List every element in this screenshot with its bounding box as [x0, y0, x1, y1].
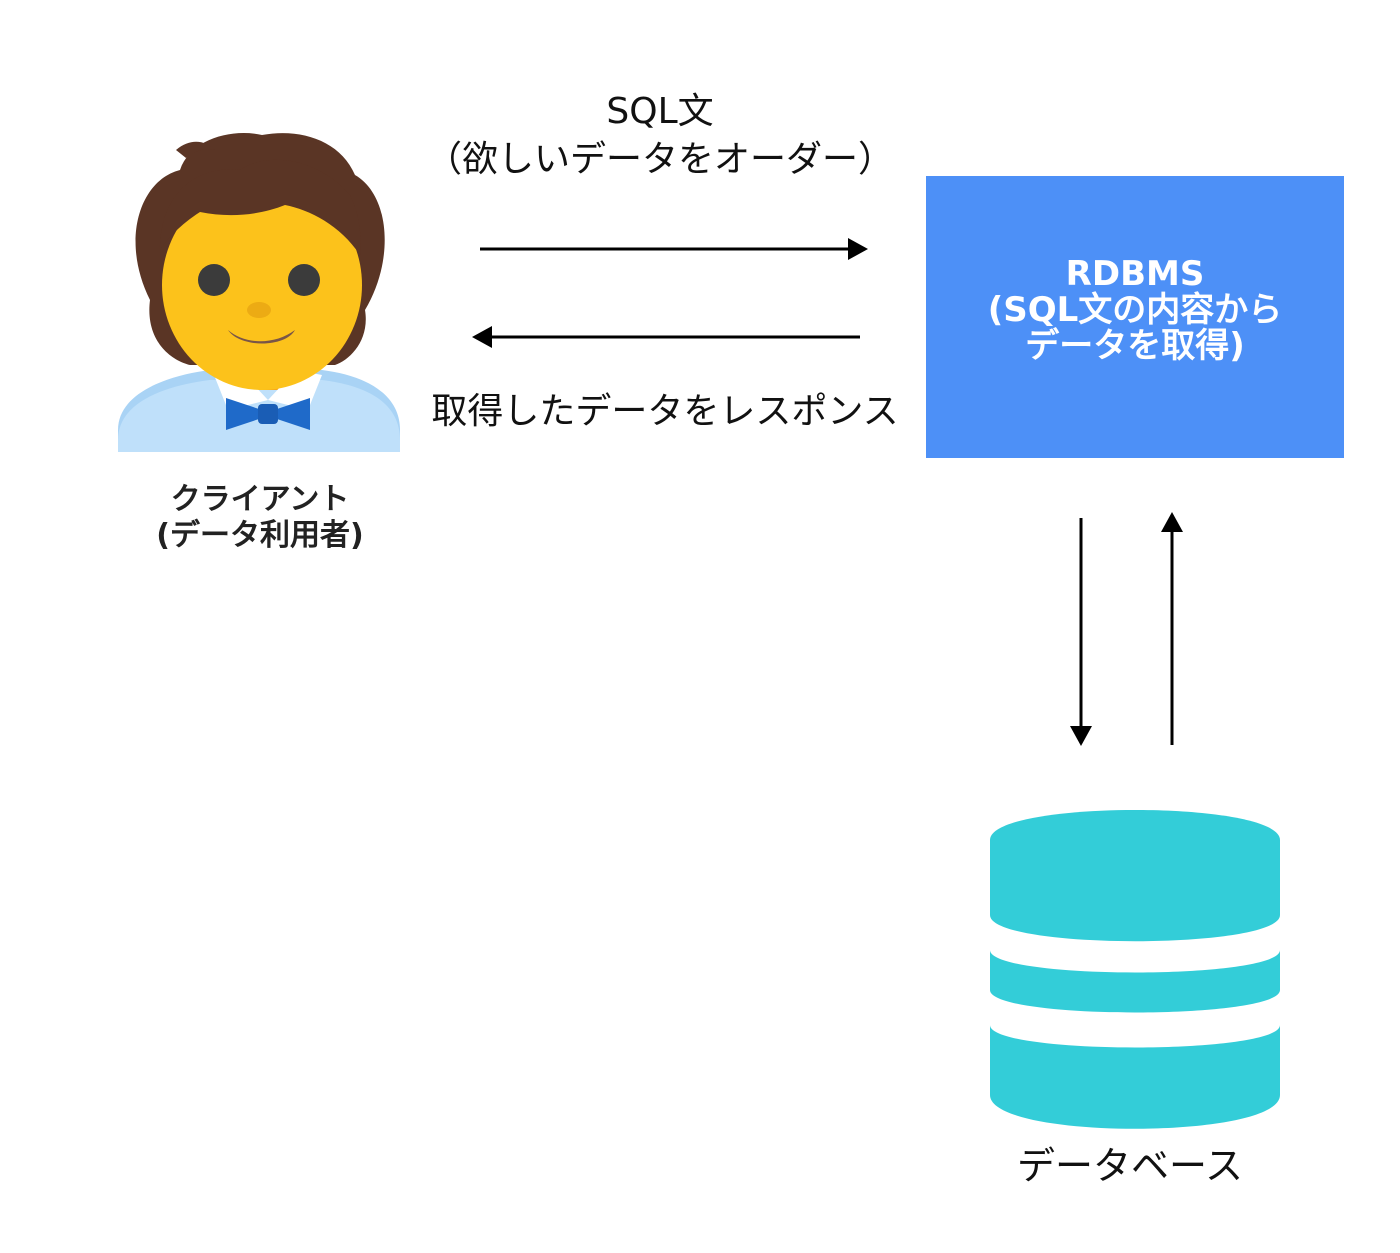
response-arrow: [472, 326, 860, 348]
client-label-line1: クライアント: [170, 482, 350, 517]
database-cylinder-icon: [990, 810, 1280, 1129]
database-label: データベース: [1016, 1144, 1244, 1188]
client-label: クライアント (データ利用者): [110, 482, 410, 554]
person-with-bowtie-icon: [118, 133, 400, 452]
request-label-line1: SQL文: [606, 91, 714, 132]
query-db-arrow: [1070, 518, 1092, 746]
client-label-line2: (データ利用者): [156, 518, 364, 553]
rdbms-title: RDBMS: [1065, 254, 1205, 294]
response-label: 取得したデータをレスポンス: [431, 391, 899, 432]
request-label: SQL文 （欲しいデータをオーダー）: [400, 88, 920, 184]
request-label-line2: （欲しいデータをオーダー）: [425, 139, 894, 180]
rdbms-description-line2: データを取得): [1025, 326, 1245, 366]
rdbms-box: RDBMS (SQL文の内容から データを取得): [926, 176, 1344, 458]
return-db-arrow: [1161, 512, 1183, 745]
request-arrow: [480, 238, 868, 260]
rdbms-description-line1: (SQL文の内容から: [987, 290, 1283, 330]
